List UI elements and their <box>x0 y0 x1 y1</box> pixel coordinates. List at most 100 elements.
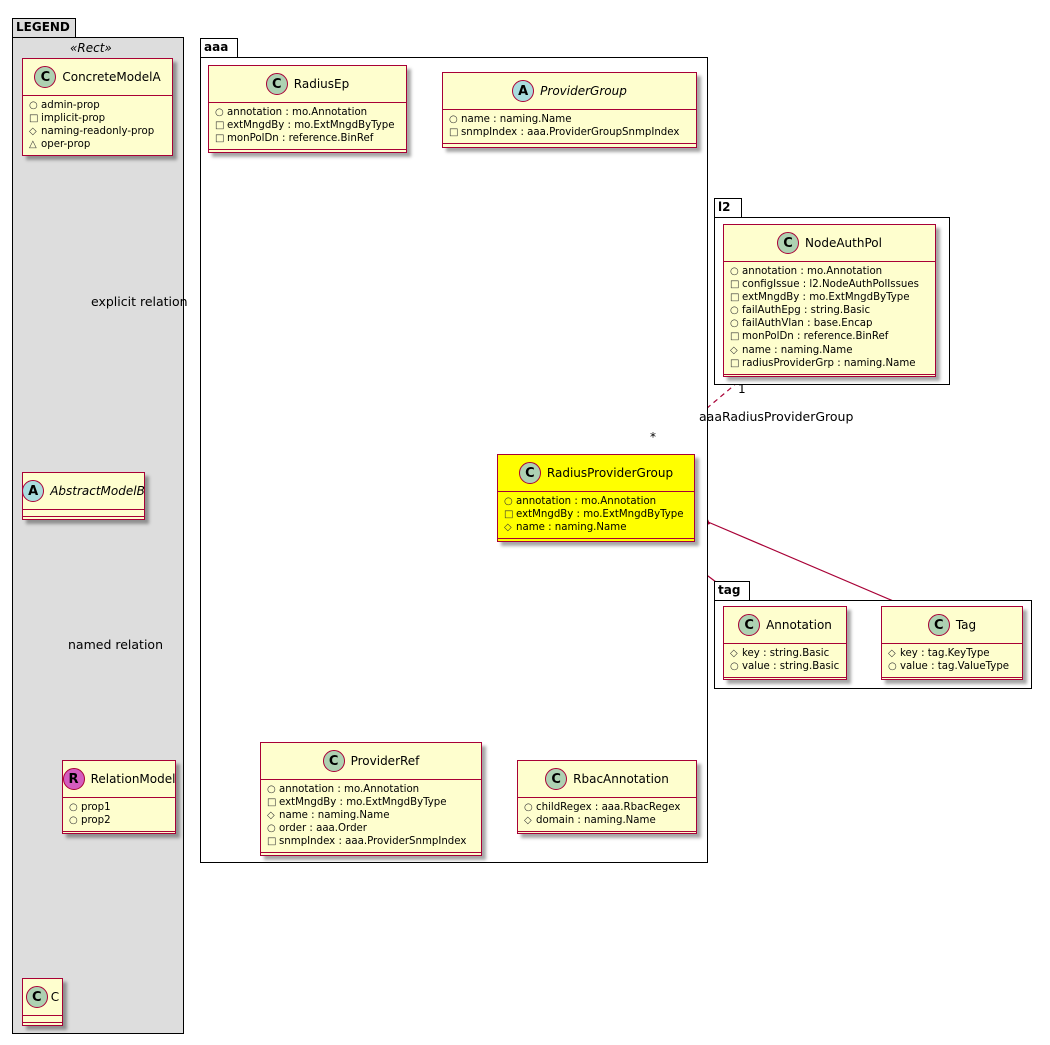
attribute-row: □monPolDn : reference.BinRef <box>730 330 929 343</box>
method-section <box>518 832 696 838</box>
named-relation-label: named relation <box>68 637 163 652</box>
multiplicity-source: 1 <box>738 382 746 396</box>
abstract-a-icon: A <box>512 80 535 102</box>
class-c-icon: C <box>777 232 800 254</box>
class-relation-model[interactable]: R RelationModel ○prop1 ○prop2 <box>62 760 176 834</box>
legend-package <box>12 37 184 1034</box>
public-visibility-icon: ○ <box>267 784 276 795</box>
attribute-row: ○prop1 <box>69 801 169 814</box>
class-c-icon: C <box>25 986 48 1008</box>
attribute-row: □snmpIndex : aaa.ProviderSnmpIndex <box>267 835 475 848</box>
private-visibility-icon: □ <box>730 331 740 343</box>
private-visibility-icon: □ <box>215 120 225 132</box>
class-header: C RadiusEp <box>209 66 406 103</box>
class-node-auth-pol[interactable]: C NodeAuthPol ○annotation : mo.Annotatio… <box>723 224 936 377</box>
relation-r-icon: R <box>62 768 85 790</box>
protected-visibility-icon: ◇ <box>730 344 738 356</box>
protected-visibility-icon: ◇ <box>29 126 37 138</box>
attribute-text: failAuthVlan : base.Encap <box>742 318 873 330</box>
class-c-icon: C <box>927 614 950 636</box>
attribute-row: ○annotation : mo.Annotation <box>215 106 400 119</box>
public-visibility-icon: ○ <box>69 802 78 813</box>
private-visibility-icon: □ <box>267 836 277 848</box>
protected-visibility-icon: ◇ <box>730 648 738 659</box>
aaa-package-tab: aaa <box>200 38 238 58</box>
attribute-row: □extMngdBy : mo.ExtMngdByType <box>215 119 400 132</box>
attribute-text: failAuthEpg : string.Basic <box>742 305 871 317</box>
attribute-row: ○name : naming.Name <box>449 113 690 126</box>
attribute-text: order : aaa.Order <box>279 823 367 835</box>
class-c-icon: C <box>518 462 541 484</box>
attribute-row: □extMngdBy : mo.ExtMngdByType <box>504 508 688 521</box>
class-header: C RbacAnnotation <box>518 761 696 798</box>
attribute-text: monPolDn : reference.BinRef <box>742 331 889 343</box>
class-c-icon: C <box>738 614 761 636</box>
class-name: ProviderGroup <box>540 84 627 98</box>
class-header: C ConcreteModelA <box>23 59 172 96</box>
attribute-text: key : string.Basic <box>742 648 830 659</box>
attribute-row: ○failAuthEpg : string.Basic <box>730 304 929 317</box>
protected-visibility-icon: ◇ <box>888 648 896 659</box>
class-c-icon: C <box>265 73 288 95</box>
package-visibility-icon: △ <box>29 139 37 151</box>
class-header: C ProviderRef <box>261 743 481 780</box>
tag-package-tab: tag <box>714 581 750 601</box>
class-abstract-model-b[interactable]: A AbstractModelB <box>22 472 145 520</box>
class-annotation[interactable]: C Annotation ◇key : string.Basic ○value … <box>723 606 847 680</box>
class-header: C C <box>23 979 62 1016</box>
attribute-row: ◇name : naming.Name <box>504 521 688 534</box>
attribute-text: extMngdBy : mo.ExtMngdByType <box>742 292 910 304</box>
attribute-text: key : tag.KeyType <box>900 648 990 659</box>
method-section <box>23 156 172 162</box>
class-name: RbacAnnotation <box>573 772 669 786</box>
method-section <box>724 678 846 684</box>
class-provider-group[interactable]: A ProviderGroup ○name : naming.Name □snm… <box>442 72 697 148</box>
attribute-row: ◇ key : string.Basic <box>730 647 840 660</box>
attribute-row: ○annotation : mo.Annotation <box>267 783 475 796</box>
class-name: ConcreteModelA <box>62 70 161 84</box>
class-c[interactable]: C C <box>22 978 63 1026</box>
attribute-text: extMngdBy : mo.ExtMngdByType <box>227 120 395 132</box>
attribute-row: ◇ key : tag.KeyType <box>888 647 1016 660</box>
class-name: C <box>50 990 60 1004</box>
attribute-text: snmpIndex : aaa.ProviderGroupSnmpIndex <box>461 127 680 139</box>
aaa-package-title: aaa <box>204 40 229 54</box>
attribute-row: ◇ name : naming.Name <box>730 344 929 357</box>
attribute-text: prop2 <box>81 815 111 827</box>
method-section <box>882 678 1022 684</box>
class-concrete-model-a[interactable]: C ConcreteModelA ○admin-prop □implicit-p… <box>22 58 173 157</box>
attribute-row: □extMngdBy : mo.ExtMngdByType <box>267 796 475 809</box>
private-visibility-icon: □ <box>29 113 39 125</box>
class-tag[interactable]: C Tag ◇key : tag.KeyType ○value : tag.Va… <box>881 606 1023 680</box>
private-visibility-icon: □ <box>267 797 277 809</box>
attribute-text: childRegex : aaa.RbacRegex <box>536 802 681 813</box>
public-visibility-icon: ○ <box>69 815 78 827</box>
attribute-row: ○annotation : mo.Annotation <box>730 265 929 278</box>
attribute-list: ○childRegex : aaa.RbacRegex ◇domain : na… <box>518 798 696 833</box>
class-name: RadiusProviderGroup <box>546 466 674 480</box>
association-label: aaaRadiusProviderGroup <box>699 409 854 424</box>
class-radius-ep[interactable]: C RadiusEp ○annotation : mo.Annotation □… <box>208 65 407 153</box>
attribute-row: ○admin-prop <box>29 99 166 112</box>
attribute-text: name : naming.Name <box>742 344 853 356</box>
attribute-list: ○admin-prop □implicit-prop ◇naming-reado… <box>23 96 172 157</box>
attribute-row: □snmpIndex : aaa.ProviderGroupSnmpIndex <box>449 126 690 139</box>
attribute-text: radiusProviderGrp : naming.Name <box>742 357 916 369</box>
class-name: Tag <box>955 618 977 632</box>
class-c-icon: C <box>545 768 568 790</box>
class-radius-provider-group[interactable]: C RadiusProviderGroup ○annotation : mo.A… <box>497 454 695 542</box>
l2-package-title: l2 <box>718 200 731 214</box>
attribute-list: ○name : naming.Name □snmpIndex : aaa.Pro… <box>443 110 696 145</box>
method-section <box>63 832 175 838</box>
class-header: C RadiusProviderGroup <box>498 455 694 492</box>
method-section <box>261 853 481 859</box>
public-visibility-icon: ○ <box>449 114 458 125</box>
attribute-text: naming-readonly-prop <box>41 126 155 138</box>
attribute-list: ○annotation : mo.Annotation □configIssue… <box>724 262 935 375</box>
class-provider-ref[interactable]: C ProviderRef ○annotation : mo.Annotatio… <box>260 742 482 856</box>
class-header: C NodeAuthPol <box>724 225 935 262</box>
public-visibility-icon: ○ <box>215 107 224 118</box>
attribute-list: ○prop1 ○prop2 <box>63 798 175 833</box>
class-rbac-annotation[interactable]: C RbacAnnotation ○childRegex : aaa.RbacR… <box>517 760 697 834</box>
